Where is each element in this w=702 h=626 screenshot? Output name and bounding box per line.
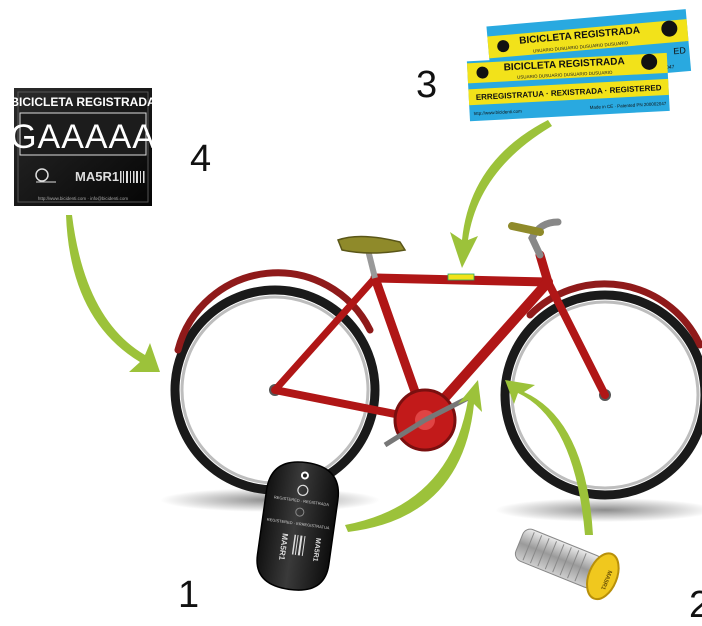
label-4: 4 — [190, 140, 211, 178]
registration-tag: REGISTERED · REGISTRADA REGISTERED · ERR… — [253, 458, 342, 595]
arrow-4 — [66, 215, 160, 372]
sticker-back-tail: ED — [673, 45, 687, 56]
plate-code: GAAAAA — [10, 118, 156, 156]
sticker-front: BICICLETA REGISTRADA USUARIO DUSUARIO DU… — [467, 51, 670, 121]
handlebar — [532, 222, 558, 255]
plate-footer: http://www.bicidenti.com · info@bicident… — [38, 196, 129, 201]
label-1: 1 — [178, 576, 199, 614]
frame-sticker — [448, 274, 474, 280]
bicycle — [160, 222, 702, 522]
seat-post — [368, 250, 375, 278]
bicycle-shadow-front — [495, 498, 702, 522]
registration-stickers: BICICLETA REGISTRADA USUARIO DUSUARIO DU… — [467, 9, 691, 121]
label-3: 3 — [416, 66, 437, 104]
plate-serial: MA5R1 — [75, 169, 119, 184]
registration-grip: MA5R1 — [510, 520, 624, 603]
plate-title: BICICLETA REGISTRADA — [10, 95, 156, 109]
label-2: 2 — [689, 586, 702, 624]
saddle — [338, 236, 405, 253]
registration-plate: BICICLETA REGISTRADA GAAAAA MA5R1 http:/… — [10, 88, 156, 206]
chainring — [385, 390, 468, 450]
